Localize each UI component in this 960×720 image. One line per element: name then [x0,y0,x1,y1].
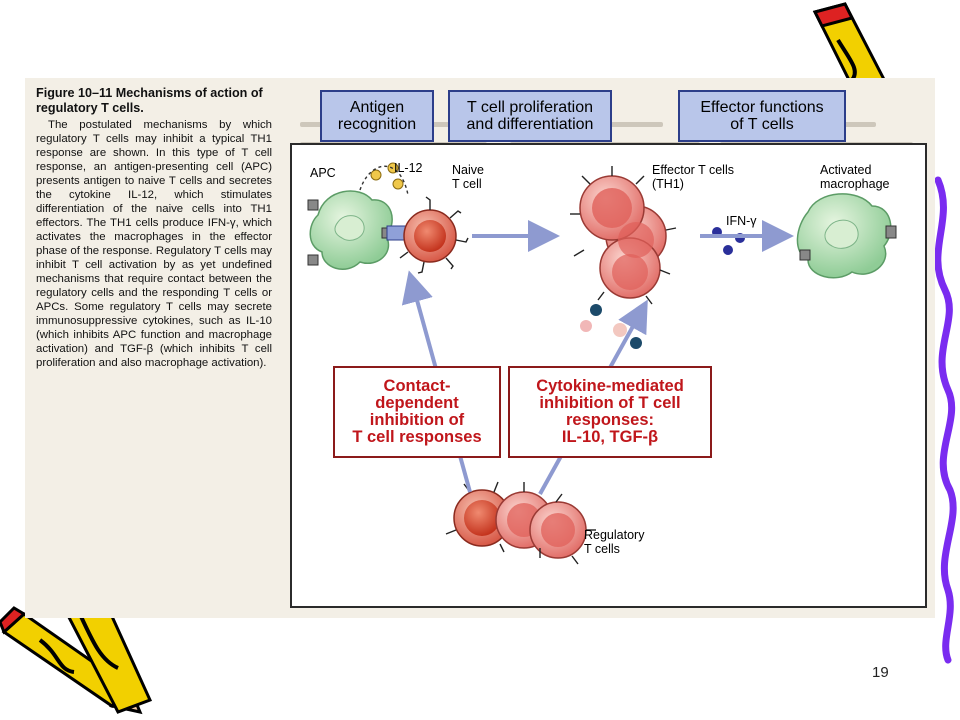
label-ifn-gamma: IFN-γ [726,214,757,228]
naive-t-cell [399,196,469,274]
regulatory-t-cells [445,481,596,565]
label-activated-macrophage: Activated macrophage [820,163,890,191]
header-effector-functions: Effector functions of T cells [678,90,846,142]
label-il12: IL-12 [394,161,423,175]
figure-description: The postulated mechanisms by which regul… [36,119,272,369]
label-regulatory-t-cells: Regulatory T cells [584,528,645,556]
box-contact-inhibition: Contact- dependent inhibition of T cell … [333,366,501,458]
figure-caption: Figure 10–11 Mechanisms of action of reg… [36,86,272,370]
border-squiggle [934,176,957,664]
activated-macrophage [796,193,897,279]
label-naive-t-cell: Naive T cell [452,163,484,191]
figure-title: Figure 10–11 Mechanisms of action of reg… [36,86,263,115]
box-cytokine-inhibition: Cytokine-mediated inhibition of T cell r… [508,366,712,458]
ifn-molecules [712,227,745,255]
header-antigen-recognition: Antigen recognition [320,90,434,142]
apc-cell [307,190,393,270]
label-apc: APC [310,166,336,180]
il12-molecules [359,162,409,196]
page-number: 19 [872,664,889,681]
header-proliferation: T cell proliferation and differentiation [448,90,612,142]
effector-t-cells [570,166,677,305]
label-effector-t-cells: Effector T cells (TH1) [652,163,734,191]
secreted-cytokines [580,304,642,349]
